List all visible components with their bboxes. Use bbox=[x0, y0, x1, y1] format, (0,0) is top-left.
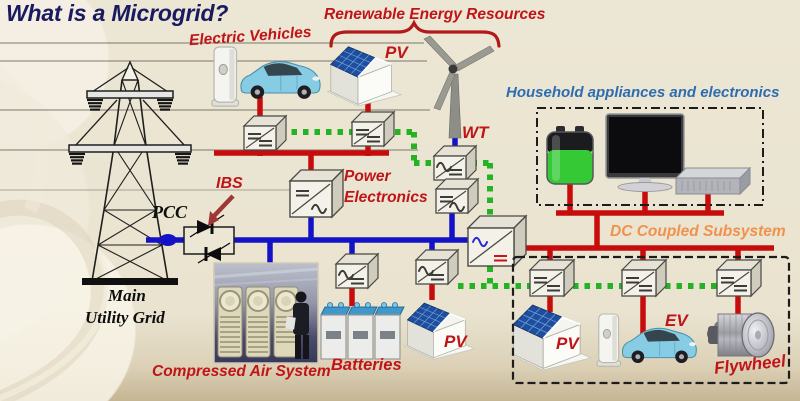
converter-pv-mid-icon bbox=[415, 249, 459, 285]
background-swirl bbox=[0, 65, 110, 401]
person-silhouette bbox=[285, 291, 309, 359]
converter-battery-icon bbox=[335, 253, 379, 289]
compressed-air-photo bbox=[213, 262, 319, 364]
household-box bbox=[536, 107, 764, 206]
pv-house-icon bbox=[508, 304, 592, 372]
battery-icon bbox=[546, 126, 594, 185]
ibs-switch-icon bbox=[183, 214, 235, 264]
pv-house-icon bbox=[326, 45, 403, 107]
tv-icon bbox=[605, 113, 685, 192]
converter-dc-3-icon bbox=[716, 259, 762, 297]
battery-bank-icon bbox=[320, 302, 405, 360]
converter-power-electronics-icon bbox=[289, 169, 344, 218]
converter-ev-icon bbox=[243, 115, 287, 151]
converter-pv-rooftop-icon bbox=[351, 111, 395, 147]
wind-turbine-icon bbox=[423, 35, 495, 139]
pv-house-icon bbox=[403, 302, 476, 361]
converter-dc-1-icon bbox=[529, 259, 575, 297]
charging-station-icon bbox=[596, 313, 621, 367]
ev-car-icon bbox=[240, 61, 321, 100]
flywheel-icon bbox=[707, 312, 775, 358]
ibs-arrow-icon bbox=[208, 194, 235, 226]
converter-wt-1-icon bbox=[433, 145, 477, 181]
pcc-node bbox=[159, 234, 177, 246]
renewable-brace bbox=[329, 19, 501, 48]
dc-subsystem-box bbox=[511, 255, 791, 385]
converter-dc-2-icon bbox=[621, 259, 667, 297]
media-player-icon bbox=[674, 166, 752, 196]
converter-wt-2-icon bbox=[435, 178, 479, 214]
charging-station-icon bbox=[211, 46, 240, 107]
converter-central-icon bbox=[467, 215, 527, 267]
ev-car-icon bbox=[621, 327, 697, 364]
